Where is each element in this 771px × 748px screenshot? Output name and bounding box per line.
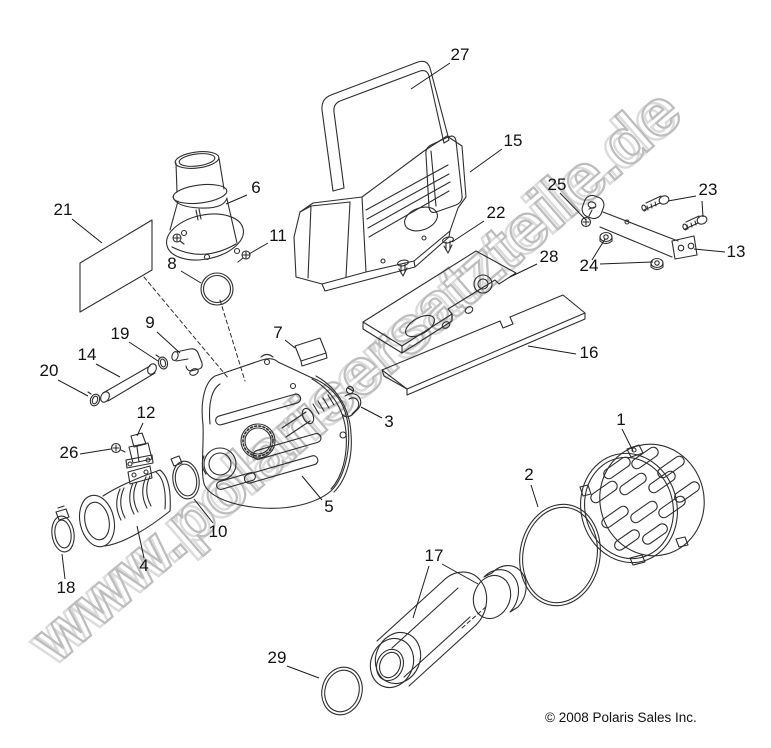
callout-27: 27 xyxy=(410,45,470,90)
callout-number-24: 24 xyxy=(580,256,599,275)
part-1-end-cap xyxy=(579,443,705,566)
callout-6: 6 xyxy=(225,178,261,205)
callout-number-12: 12 xyxy=(137,403,156,422)
callout-number-29: 29 xyxy=(268,648,287,667)
part-26-screw xyxy=(110,442,126,454)
part-24-nuts xyxy=(599,231,664,271)
callout-number-6: 6 xyxy=(251,178,260,197)
callout-8: 8 xyxy=(167,254,202,284)
callout-22: 22 xyxy=(451,203,506,243)
part-11-screws xyxy=(172,233,251,263)
callout-number-11: 11 xyxy=(269,226,287,245)
callout-9: 9 xyxy=(145,313,181,354)
callout-number-28: 28 xyxy=(540,247,559,266)
part-18-hose-clamp xyxy=(51,505,75,553)
copyright-text: © 2008 Polaris Sales Inc. xyxy=(545,710,697,725)
callout-4: 4 xyxy=(136,525,149,575)
part-17-air-filter xyxy=(369,565,527,689)
part-9-elbow-fitting xyxy=(171,348,203,376)
part-29-seal-ring xyxy=(321,666,363,716)
callout-number-5: 5 xyxy=(324,497,333,516)
callout-19: 19 xyxy=(111,324,159,362)
exploded-view-art xyxy=(51,60,708,716)
part-25-screw xyxy=(580,206,596,228)
callout-number-14: 14 xyxy=(78,345,97,364)
callout-number-23: 23 xyxy=(699,180,718,199)
callout-number-19: 19 xyxy=(111,324,130,343)
part-3-hose-clip xyxy=(341,385,362,418)
callout-number-8: 8 xyxy=(167,254,176,273)
callout-3: 3 xyxy=(360,406,394,431)
part-14-tube xyxy=(100,363,157,403)
callout-number-22: 22 xyxy=(487,203,506,222)
callout-number-26: 26 xyxy=(60,443,79,462)
callout-29: 29 xyxy=(268,648,320,679)
part-6-intake-tube xyxy=(166,151,244,261)
part-7-foam-block xyxy=(294,337,328,367)
callout-28: 28 xyxy=(509,247,559,278)
callout-26: 26 xyxy=(60,443,112,462)
part-8-o-ring xyxy=(200,272,234,306)
callout-number-27: 27 xyxy=(451,45,470,64)
part-10-clamp-ring xyxy=(170,455,200,500)
callout-number-2: 2 xyxy=(524,465,533,484)
part-20-clamp xyxy=(87,391,101,407)
callout-14: 14 xyxy=(78,345,121,378)
callout-7: 7 xyxy=(273,323,296,349)
callout-number-7: 7 xyxy=(273,323,282,342)
part-28-gasket-plate xyxy=(362,250,517,354)
callout-number-25: 25 xyxy=(548,175,567,194)
callout-number-9: 9 xyxy=(145,313,154,332)
callout-5: 5 xyxy=(301,475,334,516)
callout-number-13: 13 xyxy=(727,242,746,261)
callout-18: 18 xyxy=(57,553,76,597)
part-23-bolts xyxy=(641,195,708,231)
part-2-o-ring xyxy=(519,503,601,607)
callout-number-1: 1 xyxy=(616,410,625,429)
callout-number-18: 18 xyxy=(57,578,76,597)
callout-number-17: 17 xyxy=(425,546,444,565)
part-16-seal-strip xyxy=(381,294,586,396)
callout-16: 16 xyxy=(527,343,599,362)
callout-number-4: 4 xyxy=(139,556,148,575)
callout-number-3: 3 xyxy=(384,412,393,431)
callout-2: 2 xyxy=(524,465,539,508)
callout-24: 24 xyxy=(580,238,654,275)
callout-15: 15 xyxy=(469,131,523,173)
part-13-bracket xyxy=(581,194,698,260)
callout-11: 11 xyxy=(248,226,287,255)
watermark: www.polarisersatzteile.de www.polarisers… xyxy=(12,72,697,681)
callout-number-21: 21 xyxy=(54,200,73,219)
callout-17: 17 xyxy=(412,546,479,619)
part-19-clamp xyxy=(155,354,169,370)
callout-number-16: 16 xyxy=(580,343,599,362)
part-5-airbox-housing xyxy=(201,353,352,509)
callout-10: 10 xyxy=(193,498,228,541)
callout-25: 25 xyxy=(548,175,587,221)
part-4-intake-boot xyxy=(78,465,171,548)
part-12-sensor xyxy=(125,432,154,469)
callout-number-15: 15 xyxy=(504,131,523,150)
callout-13: 13 xyxy=(693,242,746,261)
callout-number-20: 20 xyxy=(40,361,59,380)
callout-21: 21 xyxy=(54,200,103,244)
callout-12: 12 xyxy=(137,403,156,437)
part-22-rivets xyxy=(397,236,454,277)
watermark-text: www.polarisersatzteile.de xyxy=(18,73,695,675)
callout-1: 1 xyxy=(616,410,634,452)
callout-number-10: 10 xyxy=(209,522,228,541)
part-15-airbox-cover xyxy=(293,135,467,292)
part-21-decal xyxy=(79,219,153,313)
part-27-handle-bracket xyxy=(321,60,450,192)
callout-20: 20 xyxy=(40,361,89,397)
callout-23: 23 xyxy=(667,180,718,218)
